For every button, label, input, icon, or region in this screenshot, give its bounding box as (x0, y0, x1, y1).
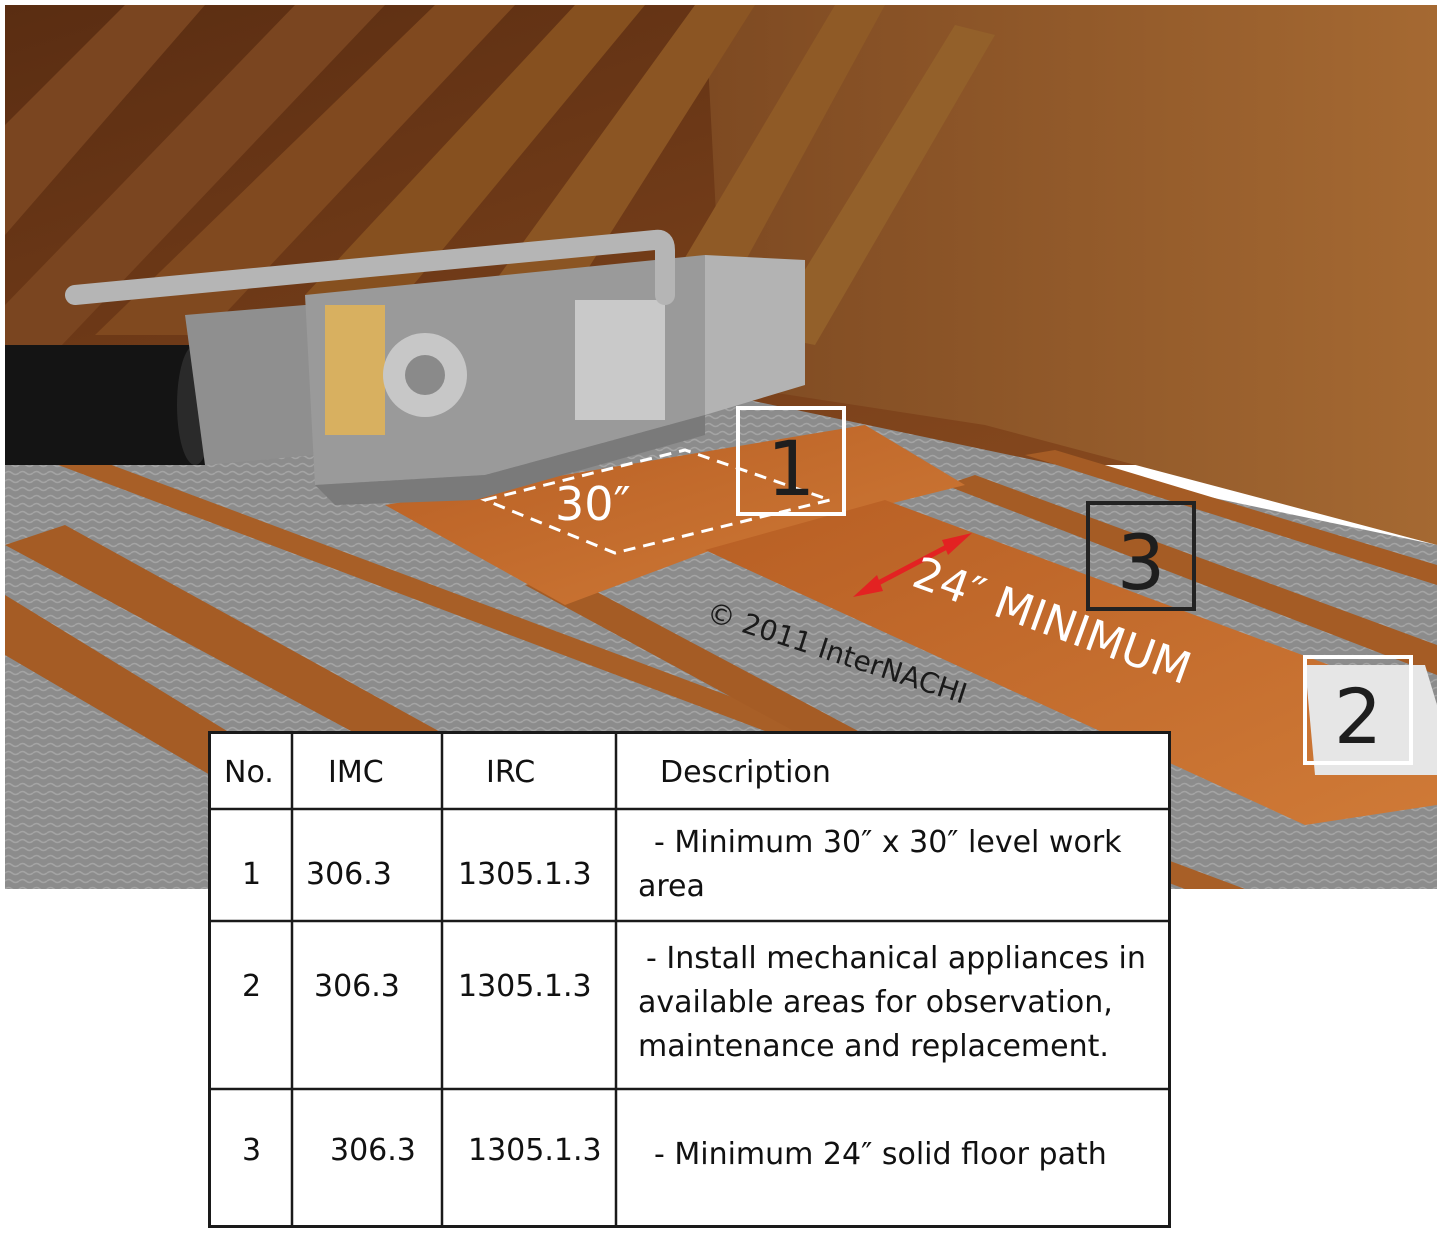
roof-structure (5, 5, 1437, 545)
row-2-no: 2 (242, 969, 262, 1004)
header-description: Description (660, 755, 831, 790)
row-3-description-line-1: - Minimum 24″ solid floor path (654, 1137, 1107, 1172)
row-2-description-line-1: - Install mechanical appliances in (646, 941, 1146, 976)
callout-box-1 (736, 406, 846, 516)
dimension-arrow (853, 533, 972, 597)
table-grid (208, 731, 1171, 1228)
flex-duct (5, 345, 213, 465)
callout-number-2: 2 (1334, 672, 1382, 761)
work-area-outline (480, 448, 836, 555)
row-1-imc: 306.3 (306, 857, 392, 892)
header-no: No. (224, 755, 274, 790)
furnace-unit (65, 229, 805, 505)
row-2-description-line-2: available areas for observation, (638, 985, 1113, 1020)
callout-box-2 (1303, 655, 1413, 765)
decking-platform (385, 425, 1437, 825)
header-irc: IRC (486, 755, 536, 790)
callout-number-3: 3 (1117, 518, 1165, 607)
row-2-description-line-3: maintenance and replacement. (638, 1029, 1109, 1064)
code-reference-table: No. IMC IRC Description 1 306.3 1305.1.3… (208, 731, 1171, 1228)
row-3-no: 3 (242, 1133, 262, 1168)
row-2-irc: 1305.1.3 (458, 969, 592, 1004)
callout-number-1: 1 (767, 424, 815, 513)
row-1-description-line-2: area (638, 869, 705, 904)
row-1-description-line-1: - Minimum 30″ x 30″ level work (654, 825, 1122, 860)
dimension-30-label: 30″ (555, 477, 631, 531)
row-1-no: 1 (242, 857, 262, 892)
row-3-imc: 306.3 (330, 1133, 416, 1168)
row-1-irc: 1305.1.3 (458, 857, 592, 892)
row-3-irc: 1305.1.3 (468, 1133, 602, 1168)
row-2-imc: 306.3 (314, 969, 400, 1004)
header-imc: IMC (328, 755, 384, 790)
callout-box-3 (1086, 501, 1196, 611)
